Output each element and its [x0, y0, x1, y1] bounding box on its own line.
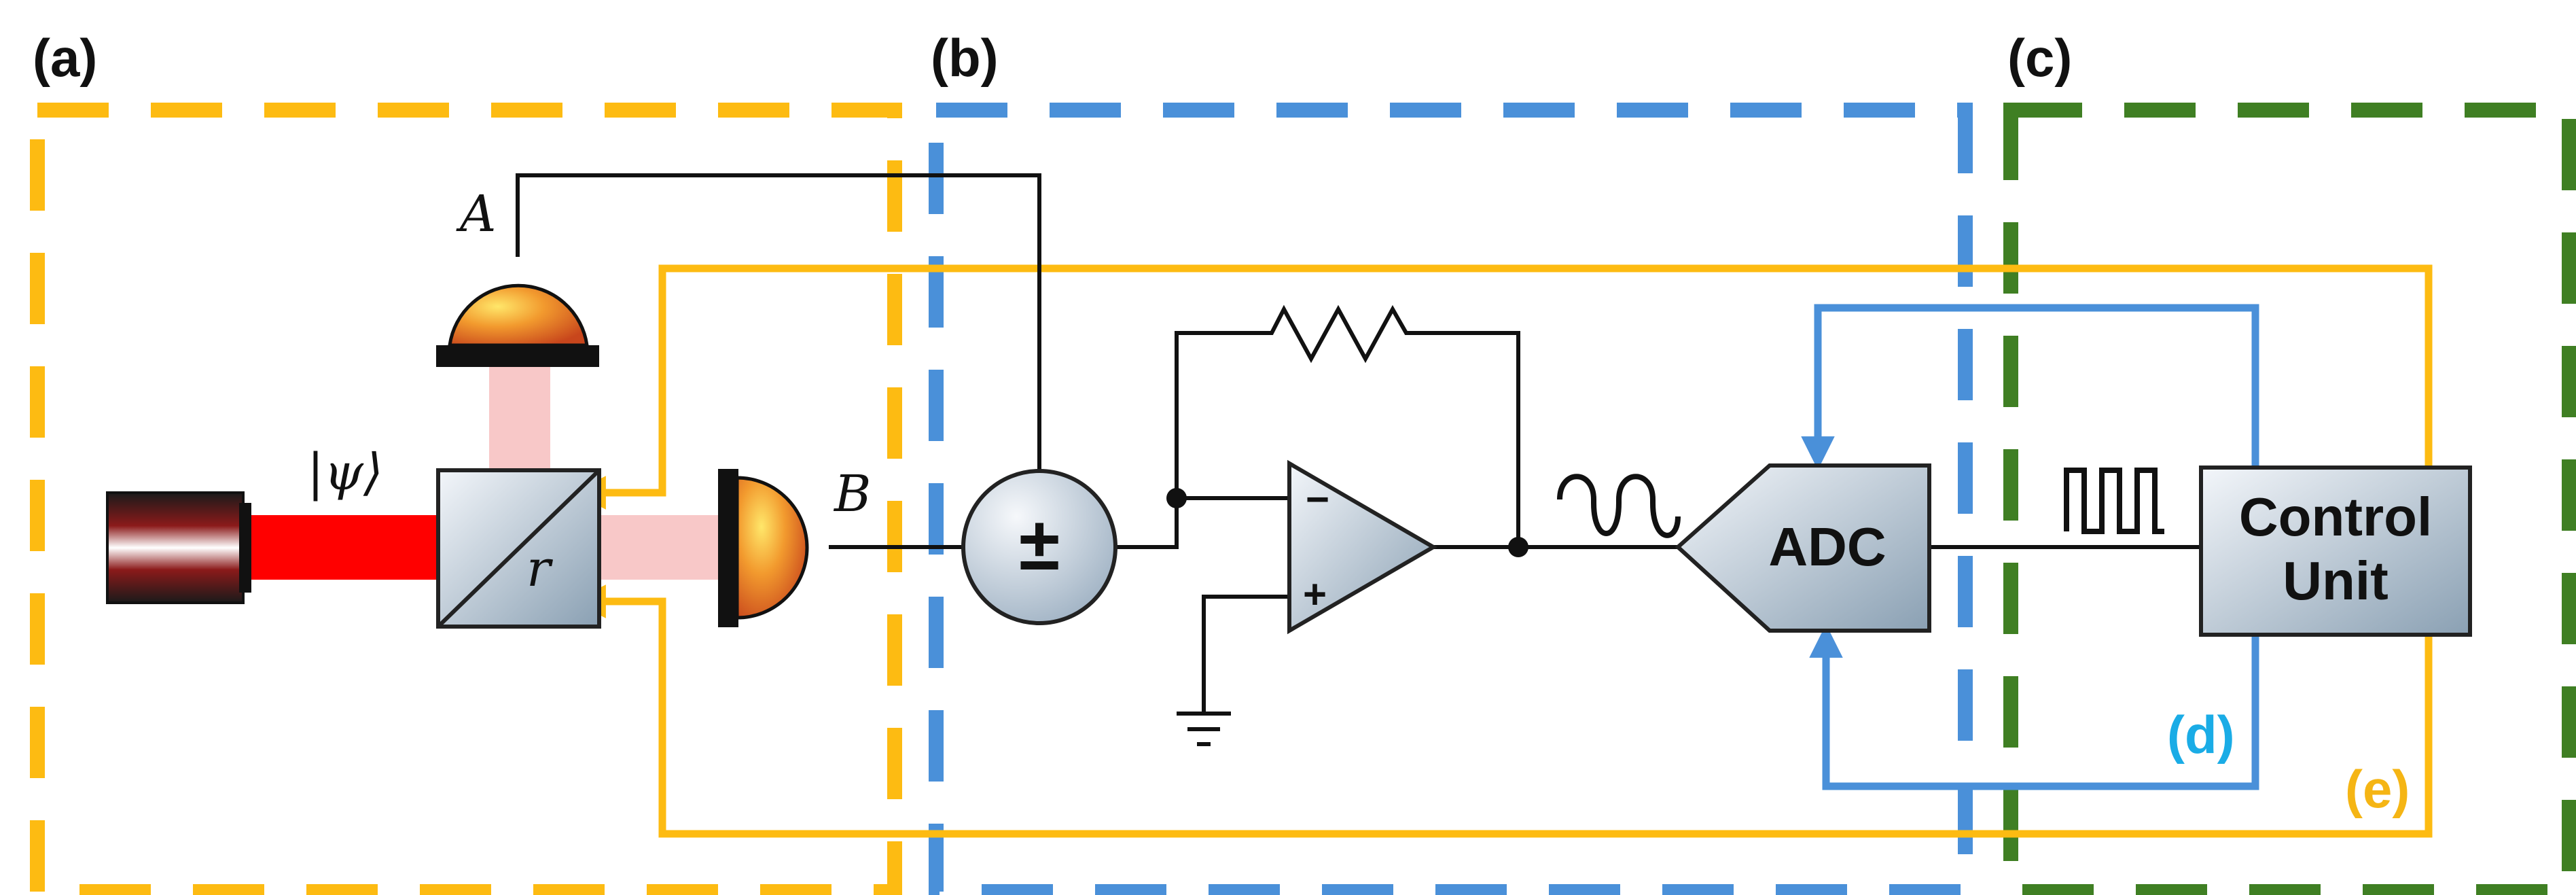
laser-source: [106, 491, 251, 604]
feedback-loop-d-upper: [1801, 304, 2259, 470]
sum-difference-node: [961, 469, 1117, 625]
panel-label-b: (b): [931, 28, 999, 88]
transmitted-beam: [599, 515, 720, 580]
adc-block: [1675, 463, 1931, 633]
state-label: |ψ⟩: [307, 443, 383, 502]
loop-label-d: (d): [2167, 705, 2235, 765]
digital-signal-icon: [2064, 468, 2164, 534]
wire-ground: [1202, 595, 1289, 712]
sum-symbol: ±: [1019, 502, 1060, 586]
reflected-beam: [489, 365, 550, 470]
op-amp-plus-label: +: [1303, 572, 1327, 617]
ground-icon: [1177, 712, 1231, 746]
detector-a-label: A: [456, 185, 496, 243]
adc-label: ADC: [1768, 516, 1886, 577]
analog-signal-icon: [1557, 474, 1681, 538]
wire-sum-to-amp: [1115, 496, 1289, 549]
op-amp: [1287, 459, 1437, 635]
control-unit-label-line1: Control: [2239, 487, 2432, 547]
control-unit-label-line2: Unit: [2283, 550, 2389, 611]
junction-node-output: [1508, 537, 1528, 557]
detector-b: [718, 469, 809, 627]
feedback-loop-d-lower: [1809, 624, 2259, 790]
op-amp-minus-label: −: [1306, 476, 1329, 522]
wire-feedback-resistor: [1175, 304, 1520, 547]
detector-a: [436, 283, 599, 367]
control-unit-block: [2199, 466, 2472, 637]
feedback-loop-e-lower: [572, 469, 2433, 838]
loop-label-e: (e): [2345, 759, 2410, 819]
panel-b-frame: [929, 103, 1973, 895]
detector-b-label: B: [833, 465, 871, 523]
laser-beam: [251, 515, 438, 580]
panel-label-c: (c): [2007, 28, 2072, 88]
panel-c-frame: [2003, 103, 2576, 895]
beam-splitter: [436, 468, 601, 629]
feedback-loop-e-upper: [572, 264, 2433, 510]
panel-a-frame: [30, 103, 902, 895]
junction-node-input: [1166, 488, 1187, 508]
splitter-ratio-label: r: [526, 540, 554, 598]
wire-detector-a: [516, 173, 1041, 474]
panel-label-a: (a): [33, 28, 97, 88]
